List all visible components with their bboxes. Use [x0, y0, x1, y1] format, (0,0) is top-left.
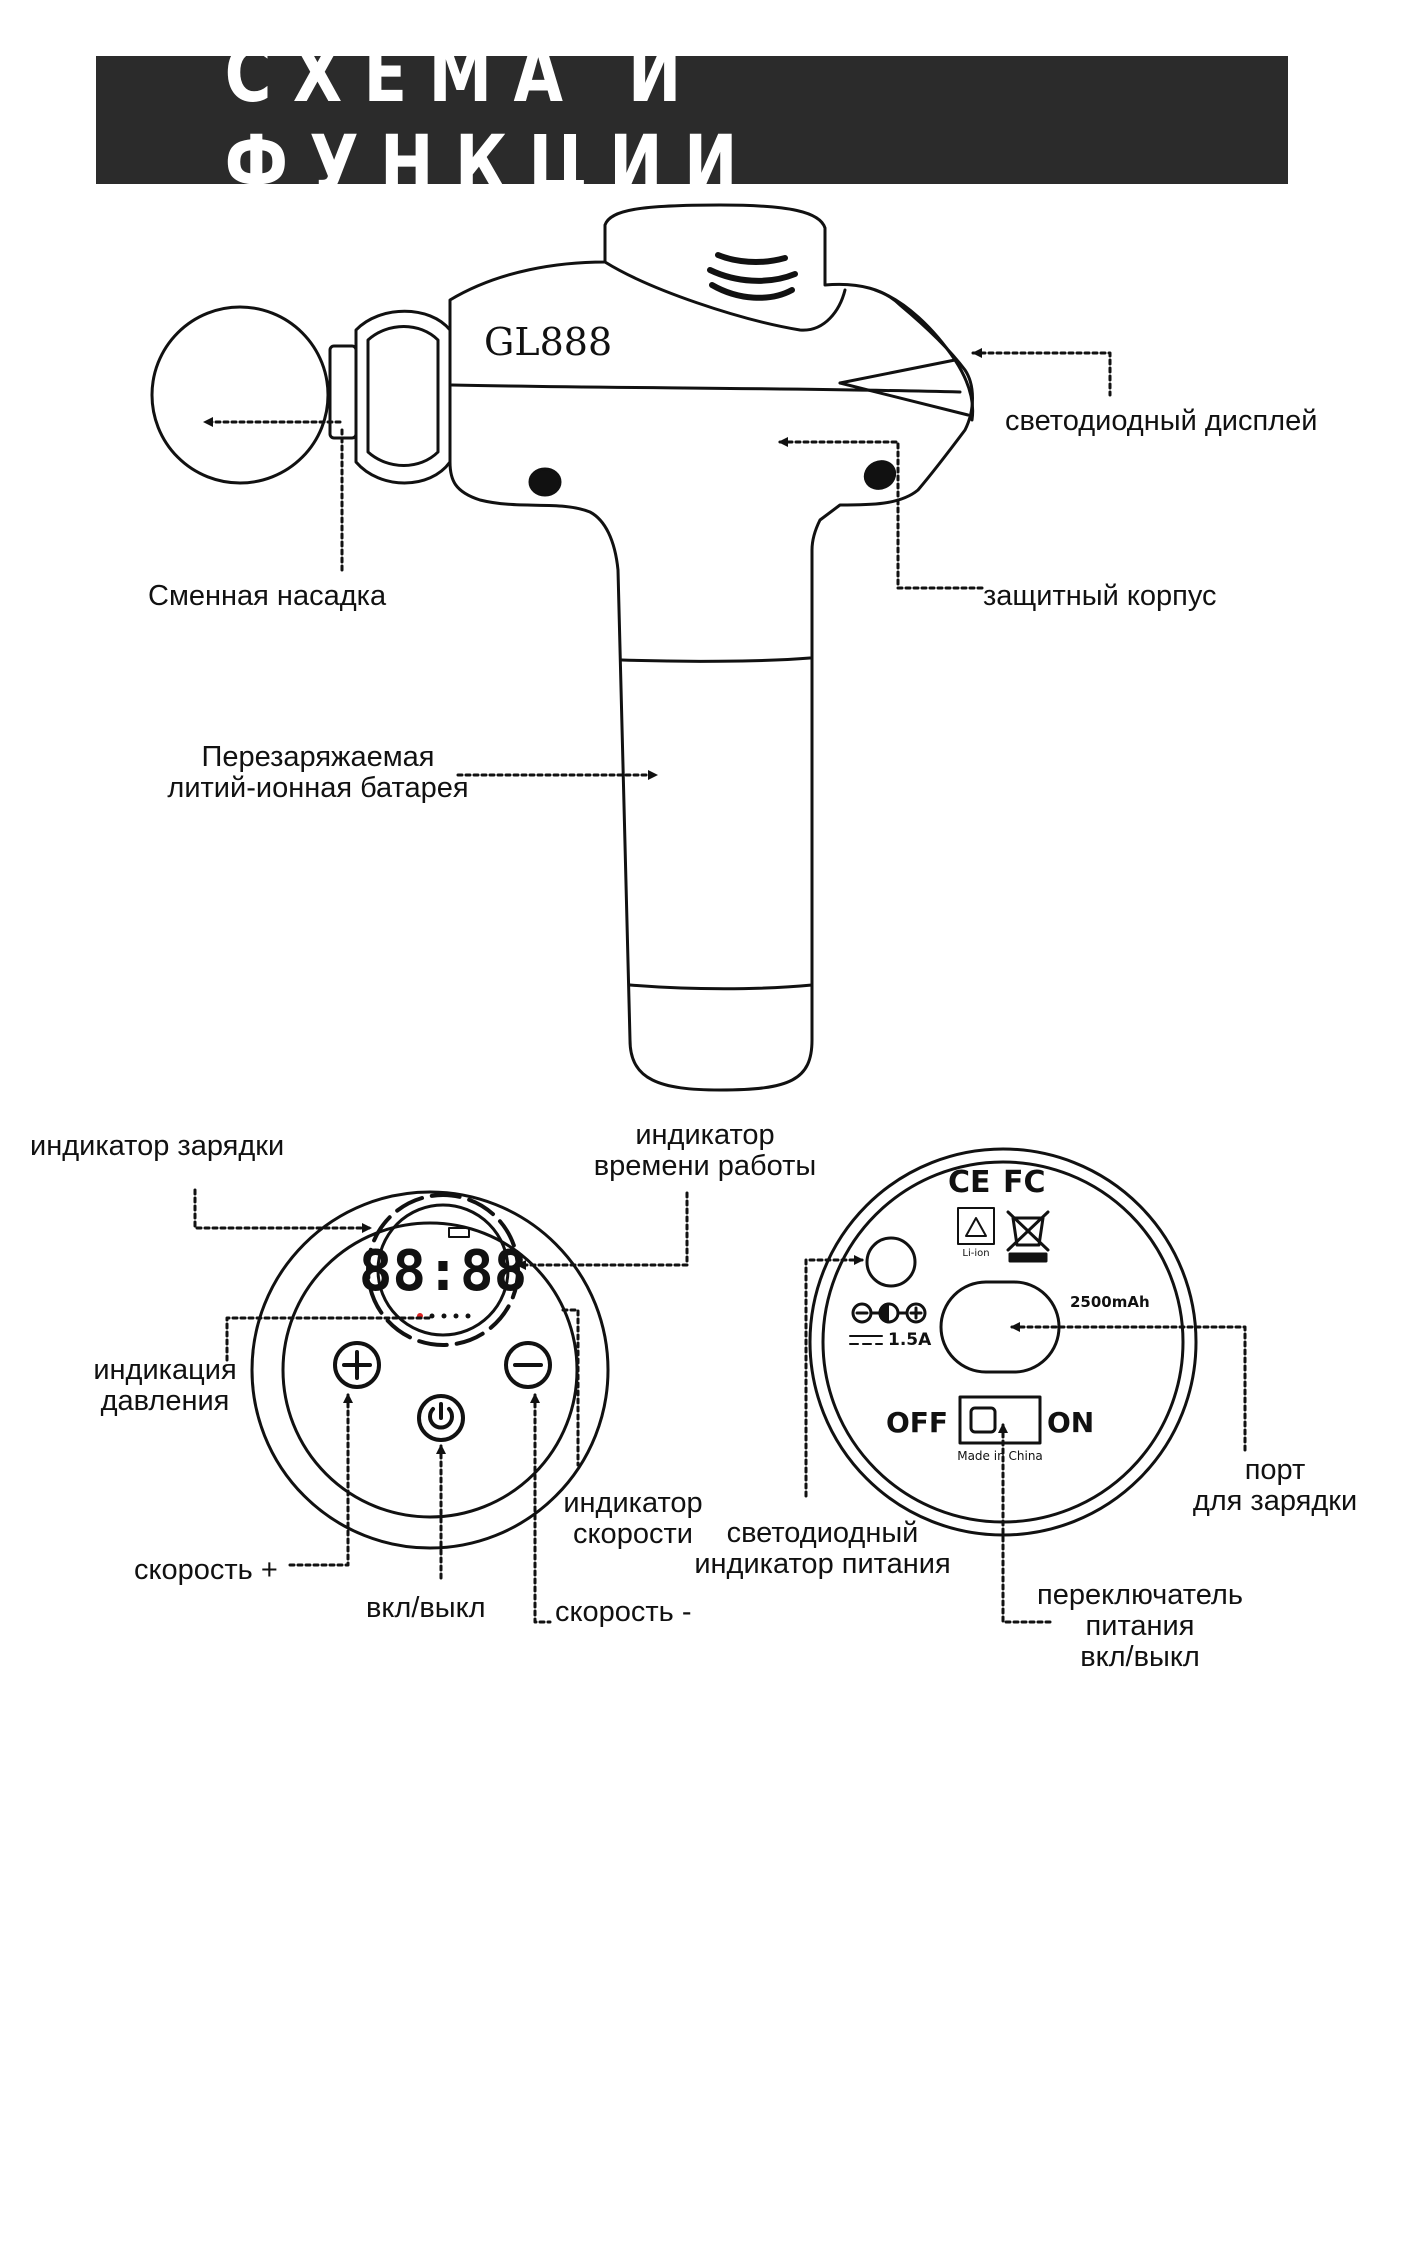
- label-charging-port-line2: для зарядки: [1192, 1485, 1358, 1517]
- gun-body: [448, 203, 974, 1092]
- label-time-indicator: индикатор времени работы: [585, 1120, 825, 1182]
- gun-leader-lines: [203, 351, 1112, 777]
- lcd-digits: 88:88: [359, 1239, 528, 1304]
- label-led-power-line2: индикатор питания: [694, 1548, 951, 1580]
- power-icon: [428, 1402, 454, 1430]
- back-leader-lines: [804, 1258, 1247, 1624]
- back-panel-outer-ring: [808, 1147, 1198, 1537]
- massage-gun-drawing: [150, 203, 975, 1092]
- label-led-power-line1: светодиодный: [726, 1517, 919, 1549]
- label-power-switch: переключатель питания вкл/выкл: [1030, 1580, 1250, 1673]
- fc-mark: FC: [1003, 1165, 1046, 1200]
- label-pressure: индикация давления: [80, 1355, 250, 1417]
- label-speed-minus: скорость -: [555, 1596, 692, 1628]
- front-leader-lines: [193, 1188, 689, 1624]
- on-label: ON: [1047, 1406, 1094, 1439]
- crossed-bin-icon: [1006, 1210, 1050, 1263]
- power-switch: [958, 1395, 1042, 1445]
- label-power-switch-line1: переключатель: [1037, 1579, 1243, 1611]
- label-housing: защитный корпус: [983, 580, 1217, 612]
- label-power-switch-line3: вкл/выкл: [1080, 1641, 1200, 1673]
- label-battery-line1: Перезаряжаемая: [201, 741, 435, 773]
- back-panel-drawing: [808, 1147, 1198, 1537]
- label-power-button: вкл/выкл: [366, 1592, 486, 1624]
- title-banner: СХЕМА И ФУНКЦИИ: [96, 30, 1288, 210]
- label-speed-plus: скорость +: [134, 1554, 278, 1586]
- ce-mark: CE: [948, 1165, 991, 1200]
- capacity-label: 2500mAh: [1070, 1293, 1150, 1311]
- label-led-power: светодиодный индикатор питания: [680, 1518, 965, 1580]
- plus-button-ring: [333, 1341, 381, 1389]
- off-label: OFF: [886, 1406, 948, 1439]
- label-time-indicator-line2: времени работы: [593, 1150, 817, 1182]
- label-battery: Перезаряжаемая литий-ионная батарея: [158, 742, 478, 804]
- recycle-icon: [957, 1207, 995, 1245]
- current-label: 1.5A: [888, 1330, 932, 1350]
- power-button-ring: [417, 1394, 465, 1442]
- battery-type: Li-ion: [962, 1248, 989, 1259]
- label-time-indicator-line1: индикатор: [635, 1119, 775, 1151]
- minus-button-ring: [504, 1341, 552, 1389]
- vibration-waves-icon: [707, 252, 798, 301]
- label-pressure-line2: давления: [100, 1385, 230, 1417]
- polarity-icon: [851, 1302, 927, 1324]
- made-in-label: Made in China: [957, 1449, 1043, 1463]
- label-speed-indicator-line1: индикатор: [563, 1487, 703, 1519]
- body-button-right: [863, 460, 897, 490]
- lcd-ring: [366, 1193, 520, 1347]
- label-pressure-line1: индикация: [93, 1354, 237, 1386]
- led-power-indicator: [865, 1236, 917, 1288]
- front-panel-outer-ring: [250, 1190, 610, 1550]
- label-charge-indicator: индикатор зарядки: [30, 1130, 285, 1162]
- attachment-neck: [328, 344, 358, 440]
- body-button-left: [528, 467, 562, 497]
- battery-level-icon: [448, 1227, 470, 1238]
- label-charging-port: порт для зарядки: [1175, 1455, 1375, 1517]
- label-battery-line2: литий-ионная батарея: [167, 772, 469, 804]
- label-power-switch-line2: питания: [1085, 1610, 1195, 1642]
- page-title: СХЕМА И ФУНКЦИИ: [224, 30, 759, 210]
- label-attachment: Сменная насадка: [148, 580, 387, 612]
- attachment-ball: [150, 305, 330, 485]
- label-speed-indicator-line2: скорости: [573, 1518, 693, 1550]
- label-speed-indicator: индикатор скорости: [553, 1488, 713, 1550]
- label-charging-port-line1: порт: [1244, 1454, 1306, 1486]
- label-led-display: светодиодный дисплей: [1005, 405, 1318, 437]
- model-name: GL888: [484, 320, 612, 364]
